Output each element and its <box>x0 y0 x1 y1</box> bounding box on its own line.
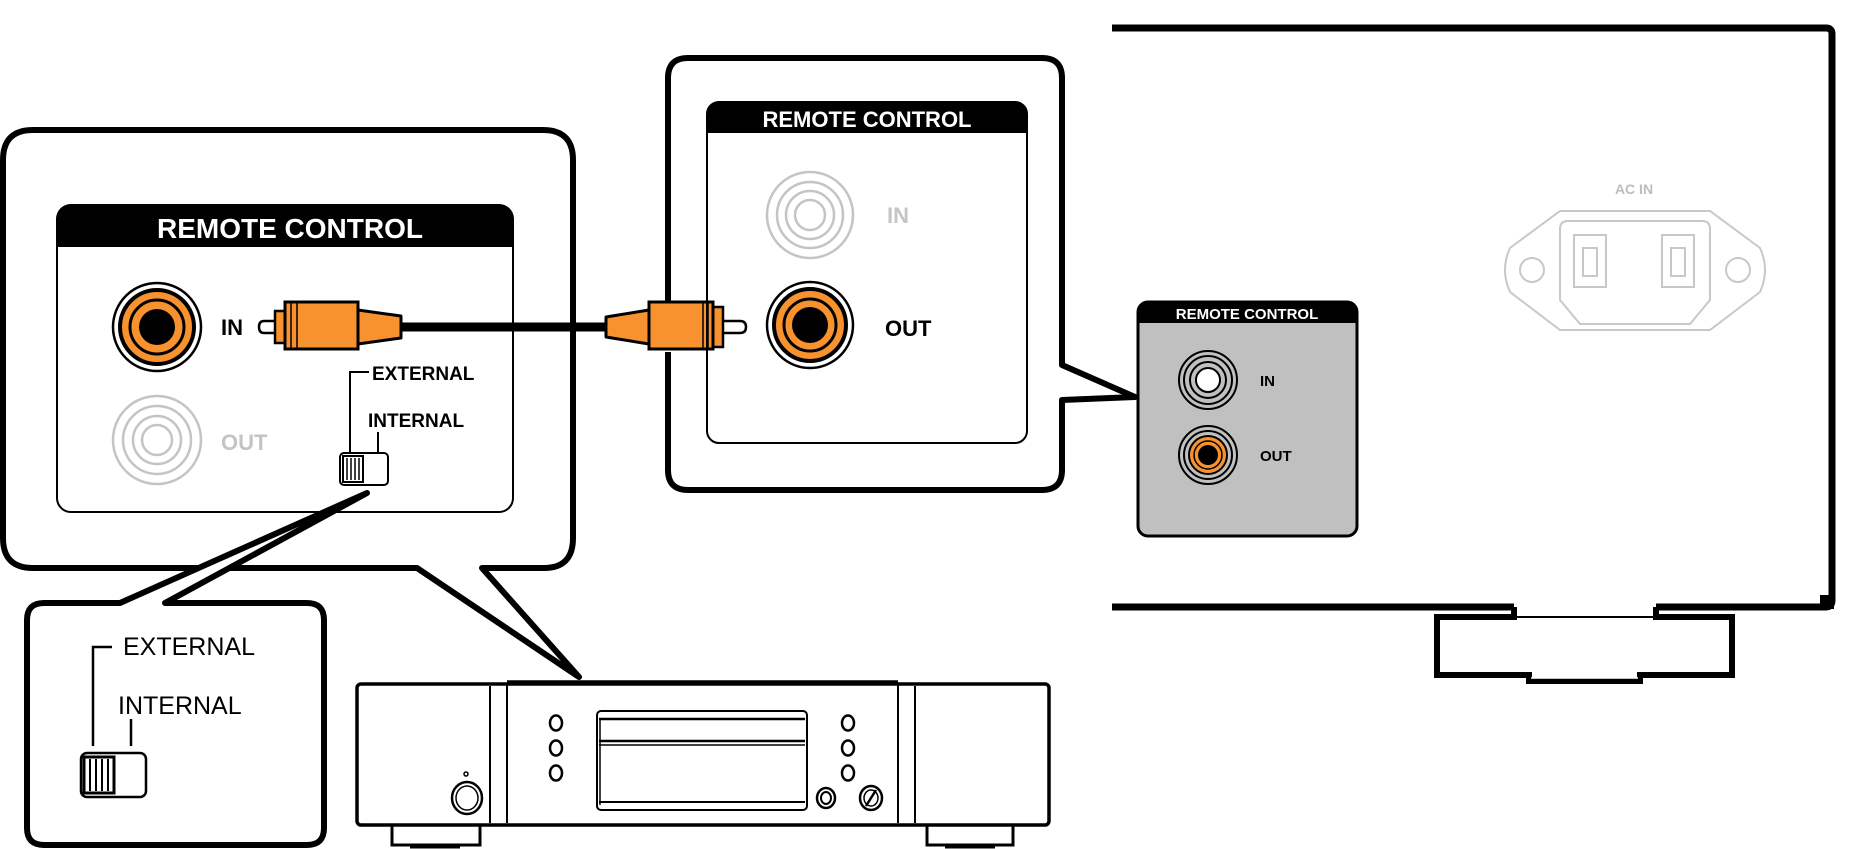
switch-callout-internal-label: INTERNAL <box>118 692 242 720</box>
ac-inlet: AC IN <box>1504 181 1766 331</box>
left-jack-out-label: OUT <box>221 430 268 455</box>
middle-callout: REMOTE CONTROL IN OUT <box>665 55 1138 493</box>
front-button-2[interactable] <box>548 739 564 757</box>
left-switch-external-label: EXTERNAL <box>372 364 475 385</box>
middle-jack-in-icon[interactable] <box>765 170 855 260</box>
switch-callout-external-label: EXTERNAL <box>123 633 255 661</box>
front-button-6[interactable] <box>840 764 856 782</box>
middle-callout-header: REMOTE CONTROL <box>763 107 972 132</box>
middle-jack-in-label: IN <box>887 203 909 228</box>
left-callout: REMOTE CONTROL IN OUT EXTERNAL INTERNAL <box>0 127 582 680</box>
switch-callout: EXTERNAL INTERNAL <box>24 490 370 848</box>
middle-jack-out-label: OUT <box>885 316 932 341</box>
power-button-icon[interactable] <box>450 780 484 816</box>
front-button-1[interactable] <box>548 714 564 732</box>
rear-panel-header: REMOTE CONTROL <box>1176 306 1319 323</box>
front-led-icon <box>463 771 469 777</box>
disc-tray <box>596 710 808 811</box>
switch-callout-bracket <box>91 645 133 746</box>
rca-cable <box>257 280 748 372</box>
left-rca-plug-icon <box>257 300 403 351</box>
front-foot-right <box>925 823 1015 849</box>
left-jack-in-label: IN <box>221 315 243 340</box>
switch-callout-slide-switch[interactable] <box>79 751 148 799</box>
left-jack-in-icon[interactable] <box>111 281 203 373</box>
front-button-5[interactable] <box>840 739 856 757</box>
ac-in-label: AC IN <box>1615 181 1653 197</box>
left-switch-bracket <box>349 371 379 453</box>
right-buttons <box>840 714 856 782</box>
rear-jack-in-icon[interactable] <box>1178 350 1238 410</box>
rear-jack-in-label: IN <box>1260 373 1275 390</box>
rear-foot <box>1434 607 1735 684</box>
left-buttons <box>548 714 564 782</box>
front-button-3[interactable] <box>548 764 564 782</box>
left-jack-out-icon[interactable] <box>111 394 203 486</box>
front-button-4[interactable] <box>840 714 856 732</box>
rear-jack-out-label: OUT <box>1260 448 1292 465</box>
left-slide-switch[interactable] <box>339 452 389 486</box>
rear-panel: AC IN REMOTE CONTROL IN <box>1112 24 1836 684</box>
front-foot-left <box>390 823 482 849</box>
rear-remote-control-panel: REMOTE CONTROL IN OUT <box>1136 300 1359 538</box>
rear-jack-out-icon[interactable] <box>1178 425 1238 485</box>
left-callout-header: REMOTE CONTROL <box>157 213 423 244</box>
volume-knob-icon[interactable] <box>858 784 884 812</box>
left-switch-internal-label: INTERNAL <box>368 411 464 432</box>
middle-jack-out-icon[interactable] <box>765 280 855 370</box>
front-unit <box>355 680 1051 849</box>
headphone-jack-icon <box>815 786 837 810</box>
